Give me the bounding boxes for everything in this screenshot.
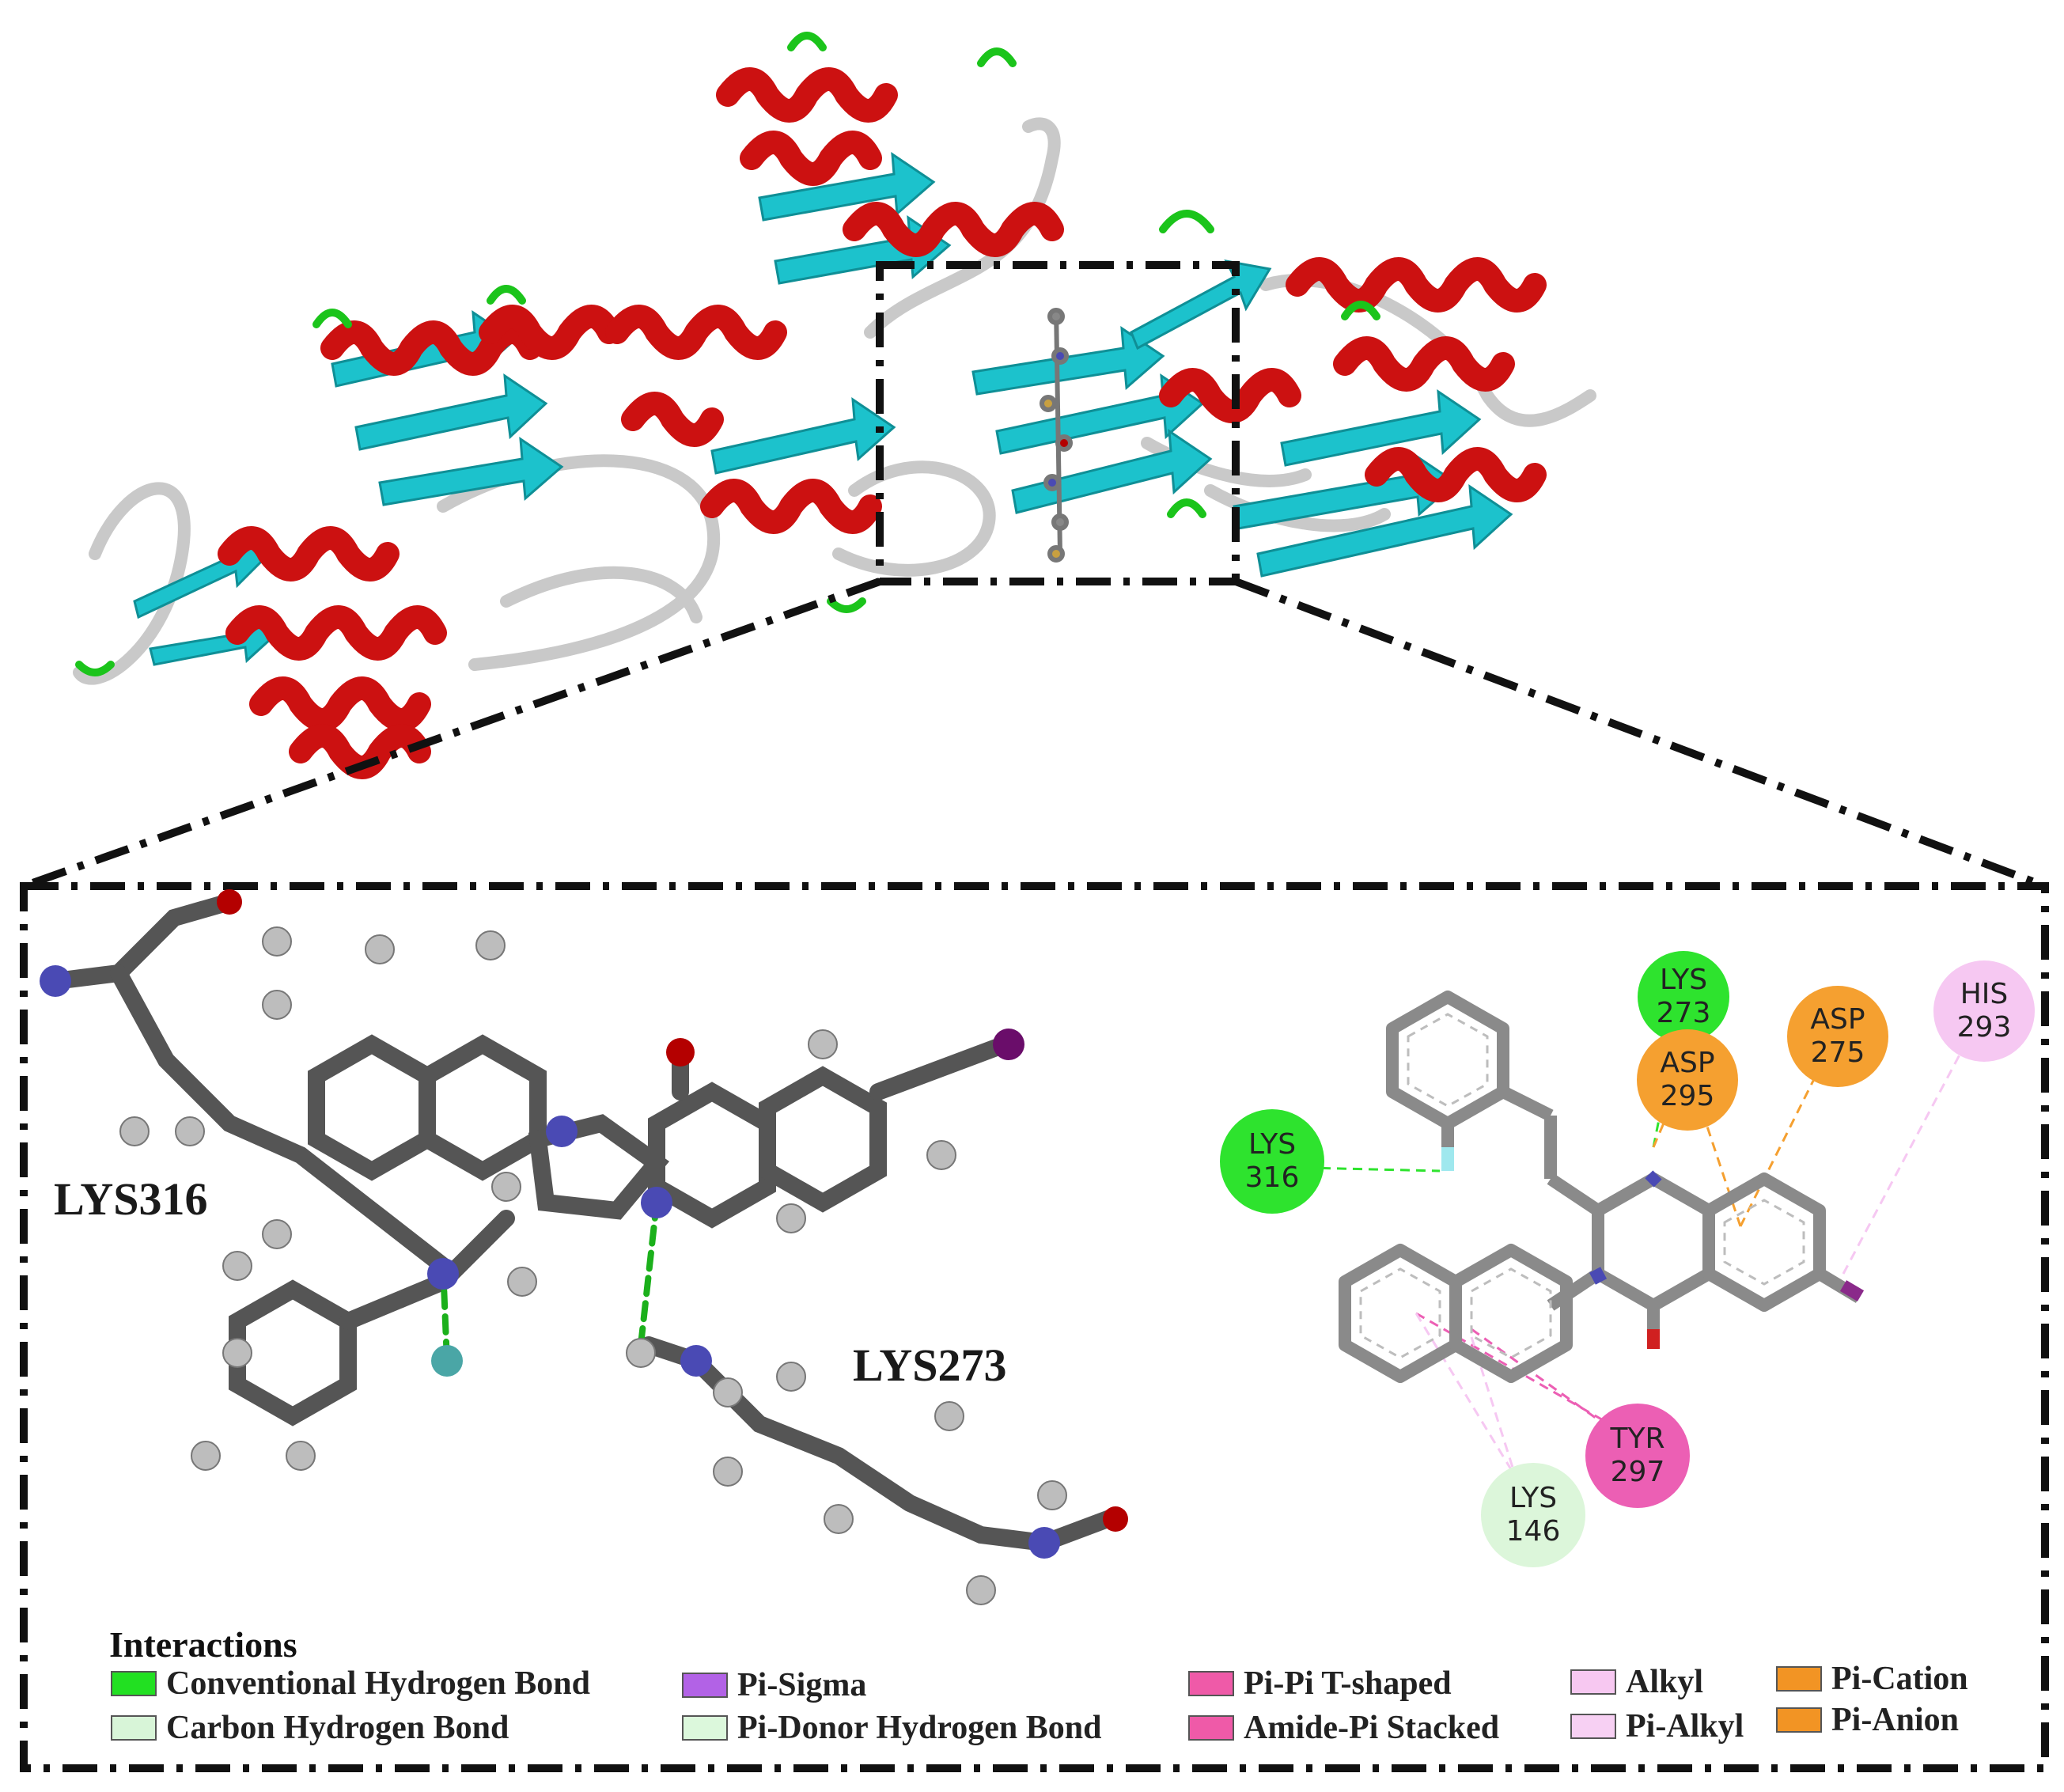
lys316-3d-label: LYS316 <box>54 1173 208 1225</box>
svg-text:295: 295 <box>1661 1080 1715 1112</box>
legend-swatch <box>682 1715 728 1741</box>
svg-text:297: 297 <box>1611 1456 1665 1488</box>
residue-lys146: LYS 146 <box>1481 1463 1585 1567</box>
legend-item-pi-pi-t-shaped: Pi-Pi T-shaped <box>1188 1665 1452 1703</box>
residue-lys316: LYS 316 <box>1220 1109 1324 1214</box>
svg-text:LYS: LYS <box>1248 1128 1296 1161</box>
legend-item-carbon-h-bond: Carbon Hydrogen Bond <box>111 1709 509 1747</box>
svg-text:146: 146 <box>1506 1515 1561 1548</box>
ligand-2d-diagram: LYS 273 ASP 295 ASP 275 HIS 293 LYS 316 … <box>1220 951 2035 1567</box>
protein-ribbon-structure <box>73 32 1596 779</box>
legend-swatch <box>682 1673 728 1698</box>
svg-text:TYR: TYR <box>1610 1423 1665 1455</box>
legend-item-pi-alkyl: Pi-Alkyl <box>1570 1707 1744 1745</box>
docked-ligand-small <box>1040 308 1073 563</box>
legend-swatch <box>111 1671 157 1696</box>
residue-his293: HIS 293 <box>1933 960 2035 1062</box>
residue-asp295: ASP 295 <box>1637 1029 1738 1131</box>
svg-text:273: 273 <box>1657 997 1711 1029</box>
legend-swatch <box>1188 1715 1234 1741</box>
legend-swatch <box>1776 1666 1822 1692</box>
protein-beta-sheets <box>133 152 1513 666</box>
zoom-line-left <box>22 578 881 890</box>
protein-alpha-helices <box>218 67 1547 779</box>
residue-tyr297: TYR 297 <box>1585 1404 1690 1508</box>
zoom-line-right <box>1234 578 2047 890</box>
legend-item-conventional-h-bond: Conventional Hydrogen Bond <box>111 1665 590 1703</box>
legend-item-alkyl: Alkyl <box>1570 1663 1703 1701</box>
legend-item-pi-sigma: Pi-Sigma <box>682 1666 866 1704</box>
protein-turns <box>75 32 1380 676</box>
svg-text:ASP: ASP <box>1810 1003 1865 1036</box>
svg-text:HIS: HIS <box>1960 978 2009 1010</box>
svg-text:275: 275 <box>1811 1036 1865 1069</box>
legend-swatch <box>1570 1669 1616 1695</box>
svg-text:ASP: ASP <box>1660 1047 1714 1079</box>
residue-lys273: LYS 273 <box>1638 951 1729 1043</box>
residue-asp275: ASP 275 <box>1787 986 1888 1087</box>
svg-text:293: 293 <box>1957 1011 2012 1044</box>
legend-item-pi-anion: Pi-Anion <box>1776 1701 1959 1739</box>
legend-swatch <box>1570 1714 1616 1739</box>
legend-item-pi-donor-h-bond: Pi-Donor Hydrogen Bond <box>682 1709 1102 1747</box>
lys273-3d-label: LYS273 <box>853 1339 1007 1391</box>
legend-swatch <box>111 1715 157 1741</box>
svg-text:LYS: LYS <box>1660 964 1707 996</box>
svg-text:316: 316 <box>1245 1161 1300 1194</box>
binding-site-box <box>876 261 1240 585</box>
ligand-3d-stick-model <box>40 889 1128 1605</box>
svg-text:LYS: LYS <box>1509 1482 1557 1514</box>
legend-item-amide-pi-stacked: Amide-Pi Stacked <box>1188 1709 1499 1747</box>
legend-swatch <box>1776 1707 1822 1733</box>
legend-title: Interactions <box>109 1624 297 1665</box>
detail-panel-frame <box>20 882 2049 1772</box>
legend-item-pi-cation: Pi-Cation <box>1776 1660 1968 1698</box>
legend-swatch <box>1188 1671 1234 1696</box>
